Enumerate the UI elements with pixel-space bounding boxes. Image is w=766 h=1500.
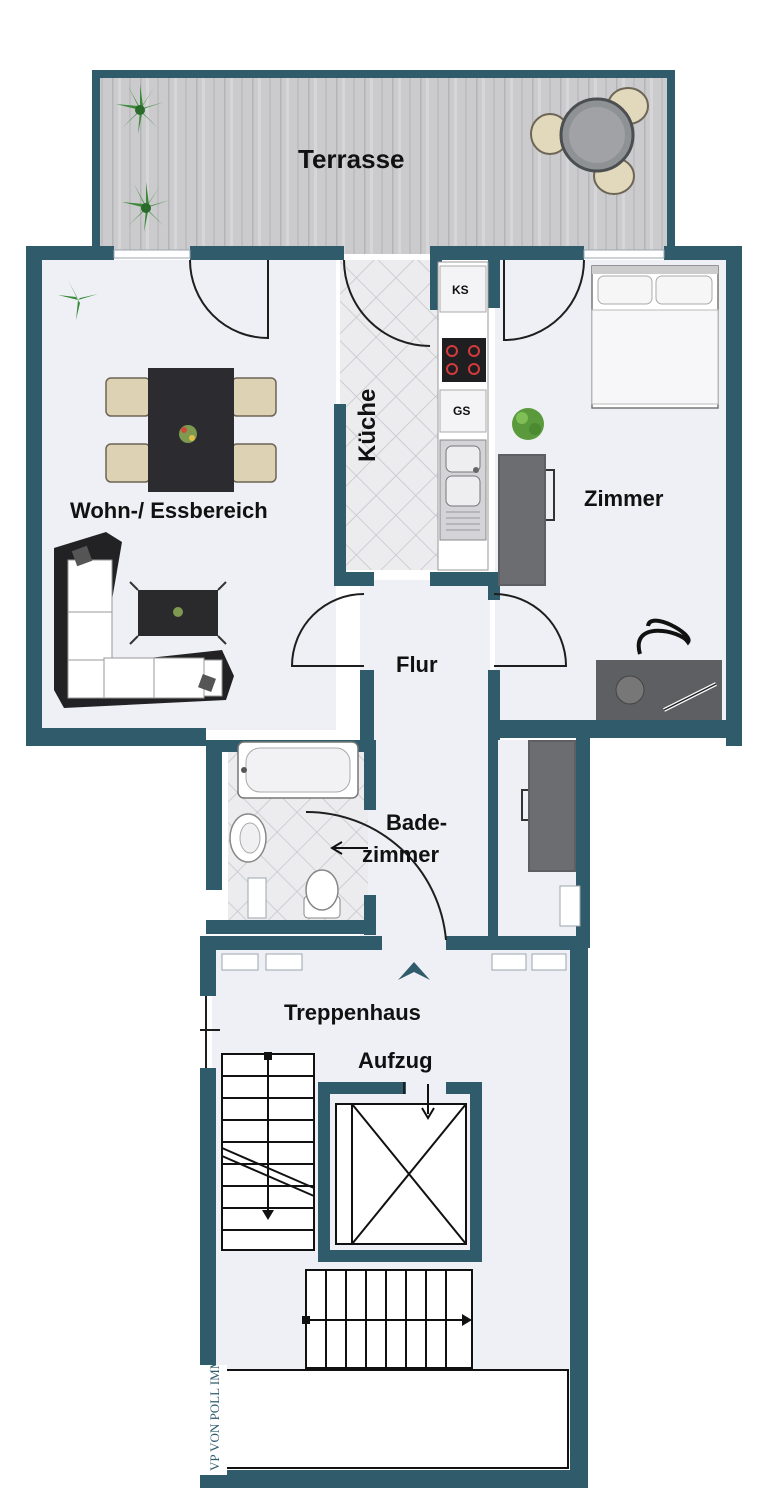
sink	[229, 813, 267, 863]
floors	[40, 260, 735, 1450]
bathroom-door-arrow	[330, 841, 368, 855]
entrance-arrow-icon	[398, 962, 430, 980]
bed	[591, 265, 719, 409]
windows	[113, 249, 665, 971]
room-label-flur: Flur	[396, 652, 438, 677]
closet-cabinet	[521, 740, 576, 872]
room-label-wohn-essbereich: Wohn-/ Essbereich	[70, 498, 268, 523]
elevator-car	[335, 1084, 467, 1245]
stairs-upper	[221, 1052, 315, 1251]
logo-text: VP VON POLL IMMOBILIEN	[207, 1365, 222, 1471]
landing-bench	[221, 1369, 569, 1469]
terrace-plant-1	[116, 84, 164, 134]
sofa	[54, 532, 234, 708]
fridge-label: KS	[452, 283, 469, 297]
wardrobe	[498, 454, 555, 586]
room-label-bade: Bade-	[386, 810, 448, 835]
room-label-kueche: Küche	[354, 388, 381, 462]
toilet	[303, 869, 341, 919]
dining-table	[105, 368, 277, 492]
terrace-table-set	[530, 87, 649, 195]
terrace-plant-2	[122, 182, 170, 232]
desk	[596, 618, 722, 720]
coffee-table	[129, 581, 227, 645]
room-label-treppenhaus: Treppenhaus	[284, 1000, 421, 1025]
von-poll-logo: VP VON POLL IMMOBILIEN	[197, 1365, 227, 1475]
room-label-aufzug: Aufzug	[358, 1048, 433, 1073]
kitchen-counter	[437, 261, 489, 571]
bathtub	[237, 741, 359, 799]
room-label-terrasse: Terrasse	[298, 144, 405, 174]
zimmer-plant	[512, 408, 544, 440]
room-label-zimmer: Zimmer	[584, 486, 664, 511]
stairs-lower	[302, 1269, 473, 1369]
dishwasher-label: GS	[453, 404, 471, 418]
room-label-zimmer-bad: zimmer	[362, 842, 440, 867]
doors	[189, 259, 585, 1094]
